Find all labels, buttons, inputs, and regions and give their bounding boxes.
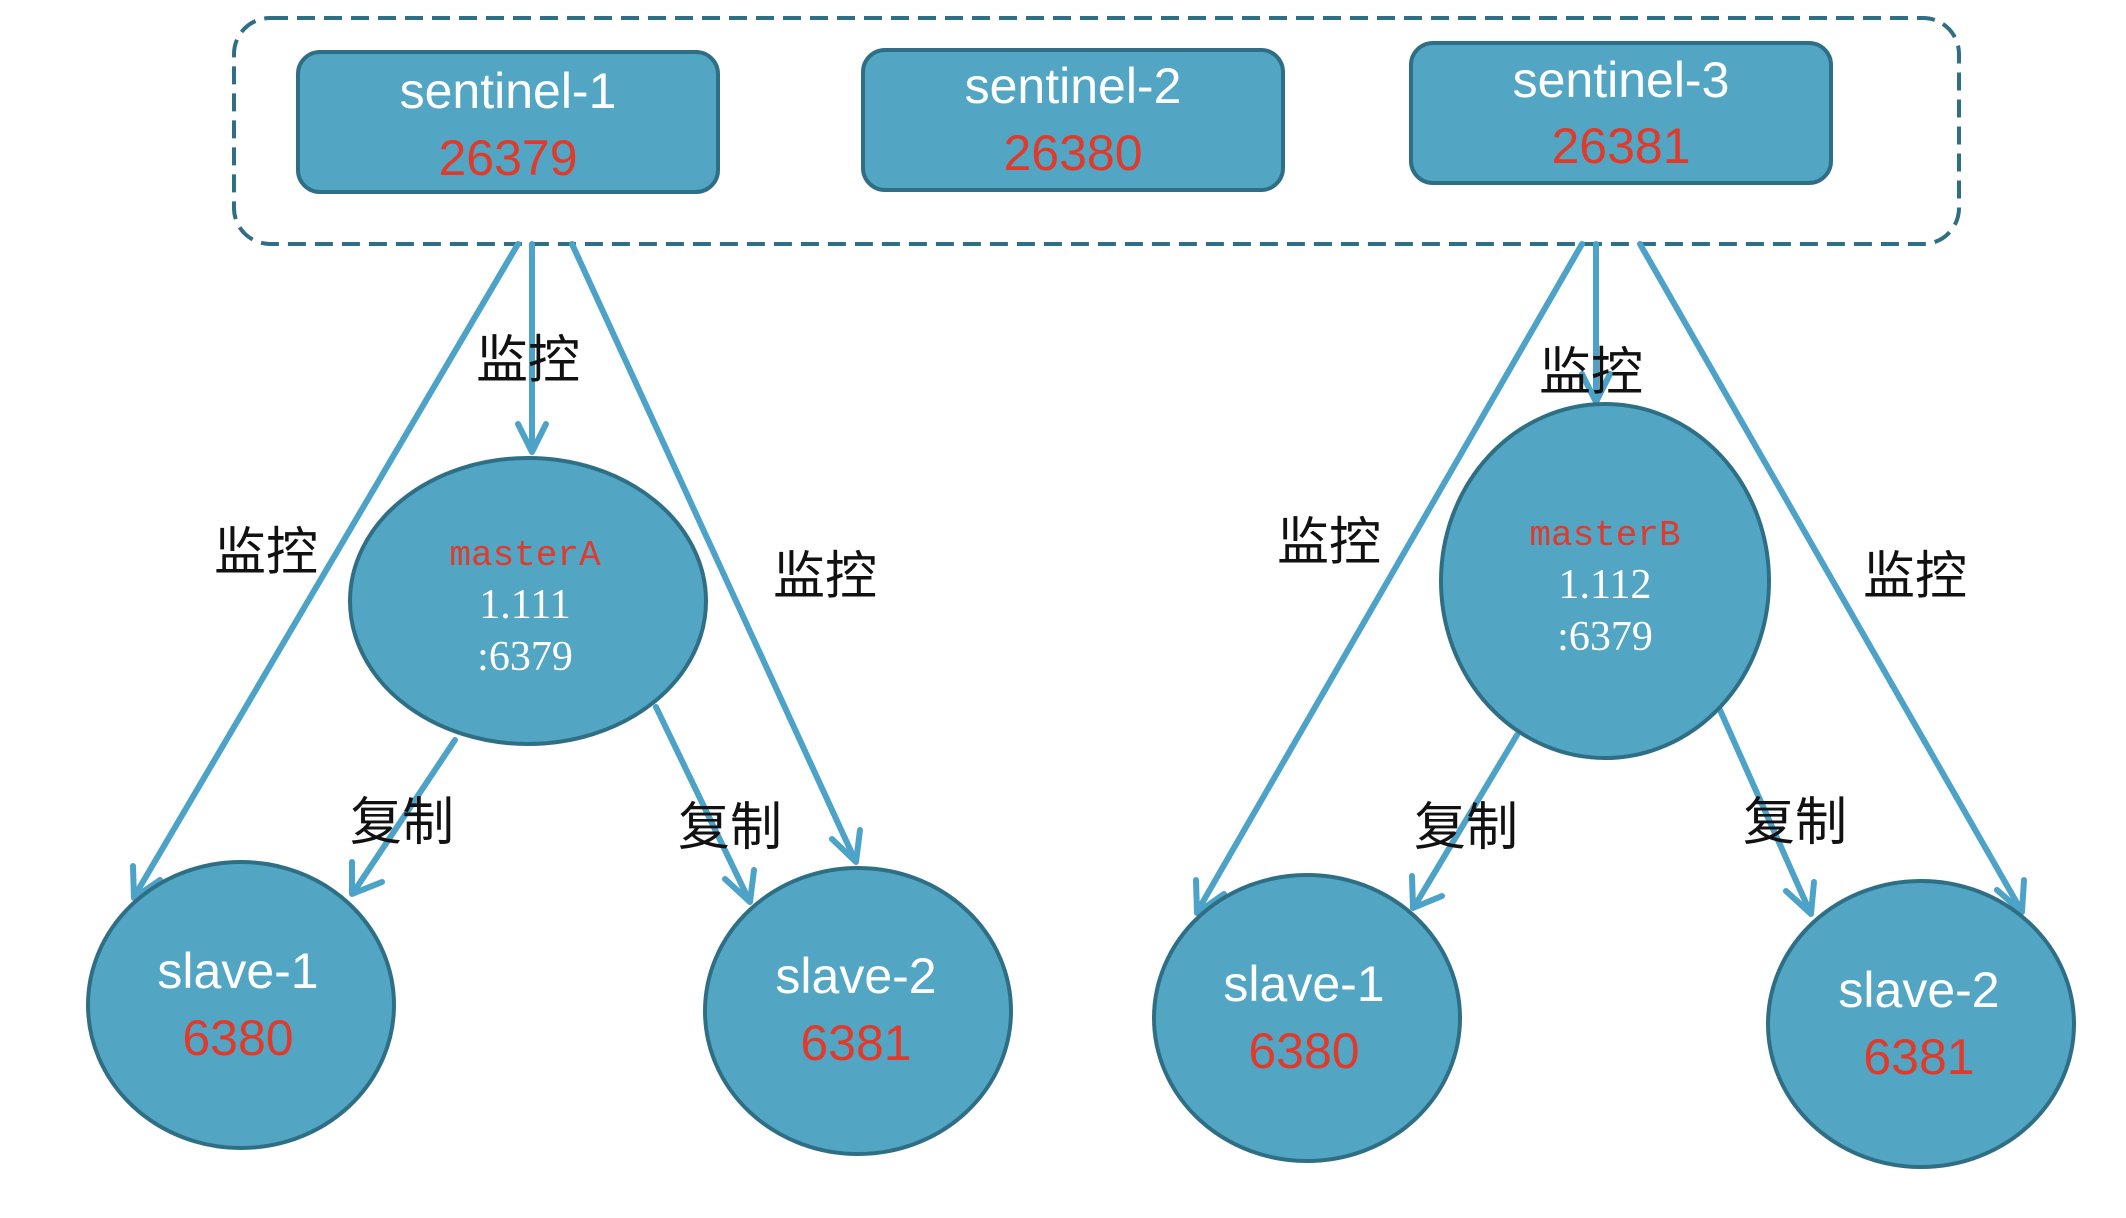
monitor-arrow-slave1-left — [131, 241, 521, 900]
monitor-arrow-slave2-right — [1637, 241, 2024, 913]
slave-1-left-node[interactable]: slave-1 6380 — [86, 860, 396, 1150]
monitor-label-masterB: 监控 — [1539, 343, 1643, 403]
sentinel-1-node[interactable]: sentinel-1 26379 — [296, 50, 720, 194]
masterA-port: :6379 — [477, 634, 573, 680]
monitor-arrowhead-slave2-left — [829, 827, 863, 865]
replicate-label-slave2-left: 复制 — [678, 798, 782, 858]
monitor-arrow-slave2-left — [569, 241, 858, 863]
replicate-arrowhead-masterB-slave2 — [1783, 879, 1817, 917]
monitor-arrowhead-masterA — [515, 421, 549, 455]
masterA-ip: 1.111 — [479, 582, 570, 628]
slave-2-left-name: slave-2 — [775, 948, 936, 1004]
monitor-label-slave2-left: 监控 — [773, 547, 877, 607]
sentinel-2-node[interactable]: sentinel-2 26380 — [861, 48, 1285, 192]
slave-1-right-name: slave-1 — [1223, 956, 1384, 1012]
monitor-arrowhead-masterB — [1579, 371, 1613, 405]
replicate-label-slave1-left: 复制 — [350, 793, 454, 853]
masterB-ip: 1.112 — [1559, 562, 1652, 608]
slave-2-left-port: 6381 — [800, 1015, 911, 1071]
slave-1-left-port: 6380 — [182, 1010, 293, 1066]
sentinel-1-port: 26379 — [438, 130, 577, 186]
replicate-arrow-masterB-slave1 — [1411, 732, 1520, 910]
sentinel-3-node[interactable]: sentinel-3 26381 — [1409, 41, 1833, 185]
sentinel-group-border — [232, 16, 1961, 246]
masterA-name: masterA — [449, 535, 601, 576]
masterA-node[interactable]: masterA 1.111 :6379 — [348, 456, 708, 746]
replicate-label-slave2-right: 复制 — [1743, 793, 1847, 853]
replicate-arrowhead-masterA-slave2 — [722, 867, 757, 905]
slave-1-left-name: slave-1 — [157, 943, 318, 999]
sentinel-1-name: sentinel-1 — [400, 63, 617, 119]
masterB-name: masterB — [1529, 515, 1680, 556]
monitor-arrowhead-slave1-left — [130, 863, 163, 901]
sentinel-3-port: 26381 — [1551, 118, 1690, 174]
monitor-arrow-slave1-right — [1194, 241, 1585, 915]
slave-2-left-node[interactable]: slave-2 6381 — [703, 866, 1013, 1156]
sentinel-2-port: 26380 — [1003, 125, 1142, 181]
replicate-arrow-masterA-slave2 — [653, 704, 752, 903]
replicate-arrowhead-masterB-slave1 — [1409, 873, 1445, 911]
sentinel-3-name: sentinel-3 — [1513, 52, 1730, 108]
replicate-label-slave1-right: 复制 — [1414, 798, 1518, 858]
sentinel-2-name: sentinel-2 — [965, 58, 1182, 114]
monitor-arrowhead-slave2-right — [1994, 877, 2027, 915]
monitor-label-masterA: 监控 — [476, 331, 580, 391]
slave-2-right-node[interactable]: slave-2 6381 — [1766, 879, 2076, 1169]
monitor-label-slave1-left: 监控 — [214, 523, 318, 583]
slave-1-right-port: 6380 — [1248, 1023, 1359, 1079]
monitor-label-slave1-right: 监控 — [1277, 513, 1381, 573]
masterB-node[interactable]: masterB 1.112 :6379 — [1439, 402, 1771, 760]
monitor-label-slave2-right: 监控 — [1863, 547, 1967, 607]
replicate-arrow-masterA-slave1 — [350, 737, 458, 896]
slave-2-right-port: 6381 — [1863, 1029, 1974, 1085]
monitor-arrowhead-slave1-right — [1193, 877, 1227, 916]
masterB-port: :6379 — [1557, 614, 1653, 660]
slave-2-right-name: slave-2 — [1838, 962, 1999, 1018]
replicate-arrow-masterB-slave2 — [1717, 707, 1813, 915]
slave-1-right-node[interactable]: slave-1 6380 — [1152, 873, 1462, 1163]
replicate-arrowhead-masterA-slave1 — [349, 859, 385, 897]
